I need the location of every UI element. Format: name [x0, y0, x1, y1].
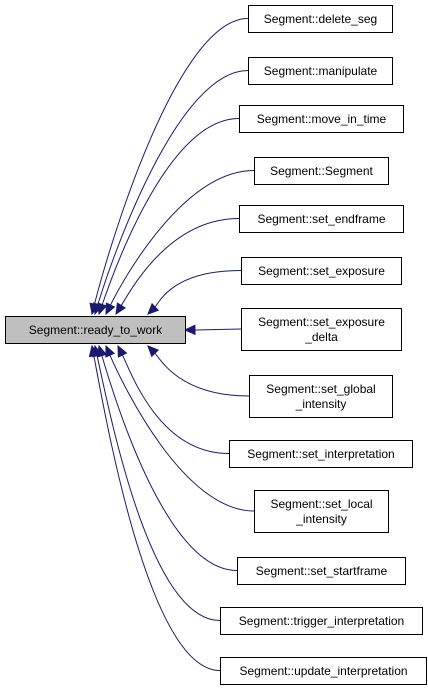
- edge-update_interpretation: [93, 354, 221, 671]
- node-label: _intensity: [295, 512, 347, 526]
- node-box: [248, 57, 393, 85]
- node-trigger_interpretation[interactable]: Segment::trigger_interpretation: [220, 607, 423, 635]
- graph-nodes: Segment::ready_to_work Segment::delete_se…: [5, 5, 427, 685]
- node-box: [254, 490, 389, 533]
- node-label: _delta: [304, 330, 338, 344]
- arrowhead-set_exposure_delta: [183, 324, 196, 336]
- edge-trigger_interpretation: [96, 354, 221, 621]
- node-label: Segment::manipulate: [264, 64, 378, 78]
- node-label: Segment::set_endframe: [257, 212, 385, 226]
- node-box: [220, 607, 423, 635]
- edge-segment: [109, 170, 255, 307]
- node-label: Segment::set_exposure: [258, 264, 385, 278]
- node-label: Segment::set_startframe: [256, 564, 388, 578]
- node-set_exposure_delta[interactable]: Segment::set_exposure_delta: [241, 308, 402, 351]
- node-set_interpretation[interactable]: Segment::set_interpretation: [229, 440, 413, 468]
- arrowhead-move_in_time: [97, 302, 108, 316]
- node-box: [248, 5, 393, 33]
- node-box: [249, 375, 393, 418]
- node-box: [241, 308, 402, 351]
- node-label: Segment::set_exposure: [258, 315, 385, 329]
- node-box: [220, 657, 427, 685]
- node-segment[interactable]: Segment::Segment: [254, 157, 389, 185]
- node-label: Segment::Segment: [270, 164, 373, 178]
- edge-delete_seg: [93, 18, 249, 306]
- edge-move_in_time: [101, 118, 240, 306]
- arrowhead-set_endframe: [115, 302, 127, 316]
- edge-manipulate: [97, 70, 249, 306]
- node-box: [254, 157, 389, 185]
- node-main[interactable]: Segment::ready_to_work: [5, 316, 186, 344]
- node-label: Segment::set_local: [270, 497, 372, 511]
- node-label: Segment::move_in_time: [257, 112, 387, 126]
- edge-set_endframe: [120, 218, 240, 307]
- arrowhead-set_exposure: [147, 302, 160, 315]
- edge-set_exposure: [154, 270, 242, 309]
- arrowhead-update_interpretation: [88, 344, 100, 358]
- node-label: Segment::ready_to_work: [29, 323, 163, 337]
- node-set_exposure[interactable]: Segment::set_exposure: [241, 257, 402, 285]
- node-set_global_intensity[interactable]: Segment::set_global_intensity: [249, 375, 393, 418]
- arrowhead-set_local_intensity: [105, 344, 115, 358]
- node-update_interpretation[interactable]: Segment::update_interpretation: [220, 657, 427, 685]
- node-label: _intensity: [295, 397, 347, 411]
- node-set_local_intensity[interactable]: Segment::set_local_intensity: [254, 490, 389, 533]
- node-delete_seg[interactable]: Segment::delete_seg: [248, 5, 393, 33]
- node-label: Segment::trigger_interpretation: [239, 614, 404, 628]
- edge-set_exposure_delta: [194, 328, 242, 331]
- node-box: [237, 557, 406, 585]
- node-manipulate[interactable]: Segment::manipulate: [248, 57, 393, 85]
- edge-set_local_intensity: [109, 354, 255, 512]
- node-move_in_time[interactable]: Segment::move_in_time: [239, 105, 404, 133]
- node-box: [5, 316, 186, 344]
- node-box: [229, 440, 413, 468]
- arrowhead-segment: [105, 302, 116, 316]
- node-label: Segment::set_interpretation: [247, 447, 394, 461]
- arrowhead-set_global_intensity: [147, 345, 160, 358]
- edge-set_interpretation: [121, 353, 230, 454]
- node-set_endframe[interactable]: Segment::set_endframe: [239, 205, 404, 233]
- node-box: [239, 105, 404, 133]
- graph-edges: [88, 18, 255, 671]
- node-box: [241, 257, 402, 285]
- edge-set_startframe: [101, 354, 238, 571]
- node-set_startframe[interactable]: Segment::set_startframe: [237, 557, 406, 585]
- arrowhead-set_interpretation: [117, 344, 128, 358]
- node-label: Segment::update_interpretation: [239, 664, 407, 678]
- node-box: [239, 205, 404, 233]
- edge-set_global_intensity: [153, 352, 250, 397]
- node-label: Segment::delete_seg: [264, 12, 377, 26]
- node-label: Segment::set_global: [266, 382, 375, 396]
